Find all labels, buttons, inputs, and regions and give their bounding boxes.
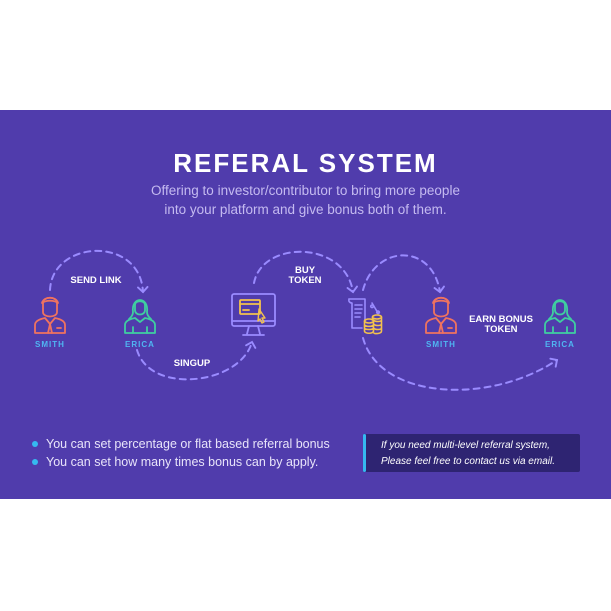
node-name-erica-2: ERICA: [545, 340, 575, 349]
invoice-coins-icon: [348, 298, 383, 335]
note-text: If you need multi-level referral system,…: [381, 438, 555, 469]
subtitle-line-2: into your platform and give bonus both o…: [164, 202, 447, 217]
note-line-2: Please feel free to contact us via email…: [381, 455, 555, 467]
earn-bonus-line-2: TOKEN: [484, 324, 518, 335]
buy-token-line-1: BUY: [294, 265, 316, 276]
man-avatar-icon: [425, 296, 457, 334]
earn-bonus-arrow: [362, 337, 559, 391]
signup-arrow: [136, 340, 257, 381]
step-label-signup: SINGUP: [173, 358, 211, 369]
buy-token-arrow: [253, 250, 358, 294]
page-subtitle: Offering to investor/contributor to brin…: [0, 181, 611, 219]
bullet-dot-icon: [32, 459, 38, 465]
referral-flow-diagram: [34, 249, 576, 391]
feature-text: You can set percentage or flat based ref…: [46, 437, 330, 451]
note-accent-bar: [363, 434, 366, 472]
subtitle-line-1: Offering to investor/contributor to brin…: [151, 183, 460, 198]
man-avatar-icon: [34, 296, 66, 334]
buy-token-line-2: TOKEN: [288, 275, 322, 286]
node-name-smith-2: SMITH: [426, 340, 456, 349]
feature-text: You can set how many times bonus can by …: [46, 455, 319, 469]
step-label-earn-bonus: EARN BONUS TOKEN: [467, 315, 535, 335]
woman-avatar-icon: [544, 299, 576, 334]
computer-payment-icon: [231, 293, 276, 336]
note-line-1: If you need multi-level referral system,: [381, 440, 550, 451]
contact-note: If you need multi-level referral system,…: [363, 434, 580, 472]
bullet-dot-icon: [32, 441, 38, 447]
page-title: REFERAL SYSTEM: [173, 148, 438, 178]
referral-arrow-2: [362, 254, 445, 294]
feature-item: You can set percentage or flat based ref…: [32, 435, 330, 453]
send-link-arrow: [49, 249, 149, 294]
feature-list: You can set percentage or flat based ref…: [32, 435, 330, 471]
woman-avatar-icon: [124, 299, 156, 334]
earn-bonus-line-1: EARN BONUS: [469, 314, 533, 325]
feature-item: You can set how many times bonus can by …: [32, 453, 330, 471]
step-label-buy-token: BUY TOKEN: [284, 266, 326, 286]
node-name-smith: SMITH: [35, 340, 65, 349]
step-label-send-link: SEND LINK: [70, 275, 122, 286]
node-name-erica: ERICA: [125, 340, 155, 349]
